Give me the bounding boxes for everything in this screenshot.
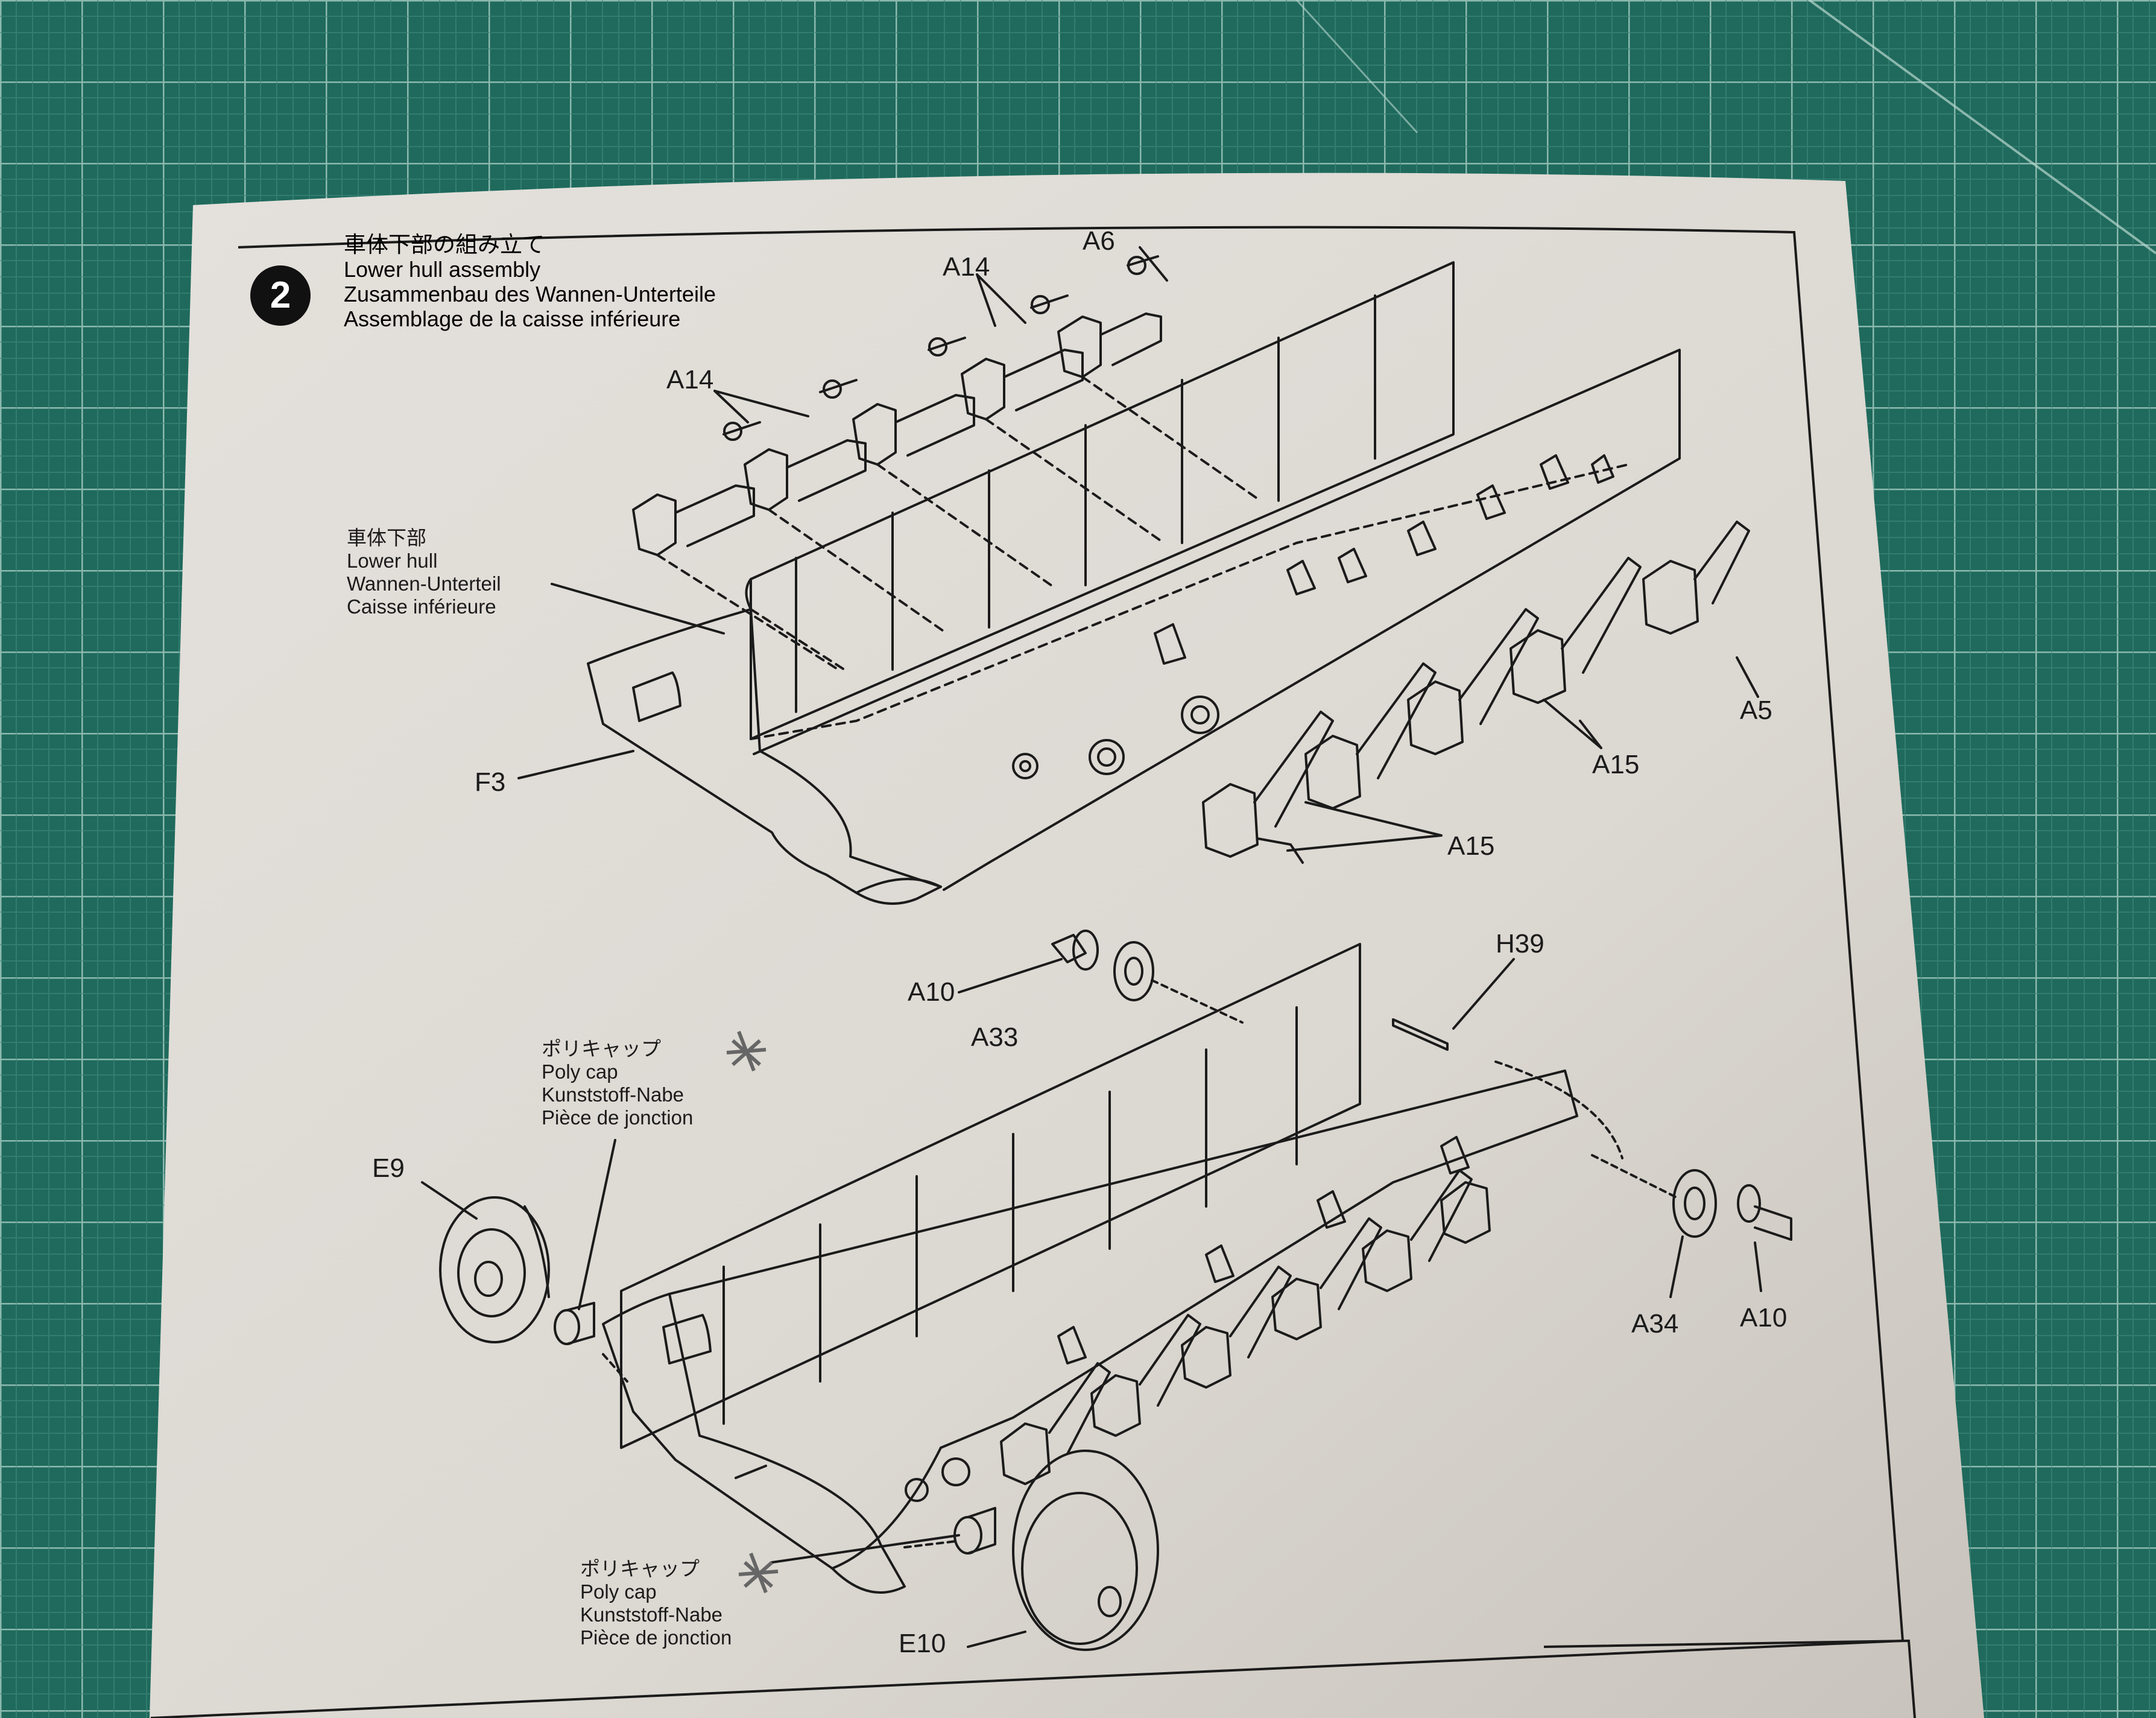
poly-cap-upper-fr: Pièce de jonction	[542, 1106, 694, 1129]
title-fr: Assemblage de la caisse inférieure	[344, 306, 681, 331]
part-label-a14-upper: A14	[943, 252, 990, 282]
poly-cap-label-lower: ポリキャップ Poly cap Kunststoff-Nabe Pièce de…	[580, 1558, 732, 1649]
paper	[150, 173, 1984, 1718]
poly-cap-upper-ja: ポリキャップ	[542, 1038, 661, 1060]
sprocket-e10	[1012, 1450, 1159, 1651]
lower-hull-label: 車体下部 Lower hull Wannen-Unterteil Caisse …	[347, 527, 501, 618]
lower-hull-ja: 車体下部	[347, 527, 426, 549]
poly-cap-lower-ja: ポリキャップ	[580, 1558, 700, 1580]
step-title: 車体下部の組み立て Lower hull assembly Zusammenba…	[344, 232, 716, 331]
poly-cap-lower-fr: Pièce de jonction	[580, 1626, 732, 1649]
step-number-badge: 2	[250, 265, 311, 326]
lower-front-plate	[602, 1293, 906, 1594]
next-step-frame	[1543, 1639, 1916, 1718]
part-label-h39: H39	[1496, 929, 1544, 959]
title-de: Zusammenbau des Wannen-Unterteile	[344, 282, 716, 306]
poly-cap-label-upper: ポリキャップ Poly cap Kunststoff-Nabe Pièce de…	[542, 1038, 693, 1129]
poly-cap-lower-en: Poly cap	[580, 1580, 657, 1603]
upper-inner-wall	[750, 261, 1455, 740]
part-label-a10-right: A10	[1740, 1303, 1788, 1333]
step-frame	[150, 226, 1905, 1718]
upper-outer-wall	[753, 349, 1681, 891]
lower-hull-fr: Caisse inférieure	[347, 595, 496, 618]
part-label-a15-upper: A15	[1592, 750, 1640, 779]
idler-wheels-a10-a33	[1051, 930, 1244, 1024]
part-label-e10: E10	[899, 1629, 946, 1658]
poly-cap-upper-de: Kunststoff-Nabe	[542, 1083, 684, 1106]
title-ja: 車体下部の組み立て	[344, 232, 545, 257]
lower-hull-en: Lower hull	[347, 550, 438, 572]
poly-cap-icon-upper	[726, 1030, 767, 1072]
part-label-a14-lower: A14	[666, 365, 714, 395]
lower-suspension-arms	[1000, 1136, 1491, 1485]
part-label-a6: A6	[1083, 226, 1115, 256]
title-en: Lower hull assembly	[344, 257, 541, 282]
idler-wheels-a34-a10	[1591, 1154, 1792, 1241]
poly-cap-upper-en: Poly cap	[542, 1060, 618, 1083]
lower-outer-wall	[668, 1070, 1578, 1449]
part-label-a5: A5	[1740, 696, 1772, 725]
lower-inner-wall	[620, 943, 1361, 1449]
poly-cap-icon-lower	[738, 1552, 779, 1594]
left-suspension-arms	[632, 255, 1162, 556]
drive-sprocket-e9	[439, 1196, 550, 1343]
part-label-a15-lower: A15	[1447, 831, 1495, 861]
part-label-a33: A33	[971, 1022, 1019, 1052]
poly-cap-lower-de: Kunststoff-Nabe	[580, 1603, 723, 1626]
torsion-bar-h39	[1392, 1018, 1449, 1051]
part-label-a34: A34	[1631, 1309, 1679, 1339]
part-label-f3: F3	[475, 767, 506, 797]
part-label-e9: E9	[372, 1153, 405, 1183]
right-suspension-arms	[1154, 454, 1750, 864]
front-plate	[587, 608, 942, 905]
part-label-a10-left: A10	[908, 977, 955, 1007]
lower-hull-de: Wannen-Unterteil	[347, 572, 501, 595]
